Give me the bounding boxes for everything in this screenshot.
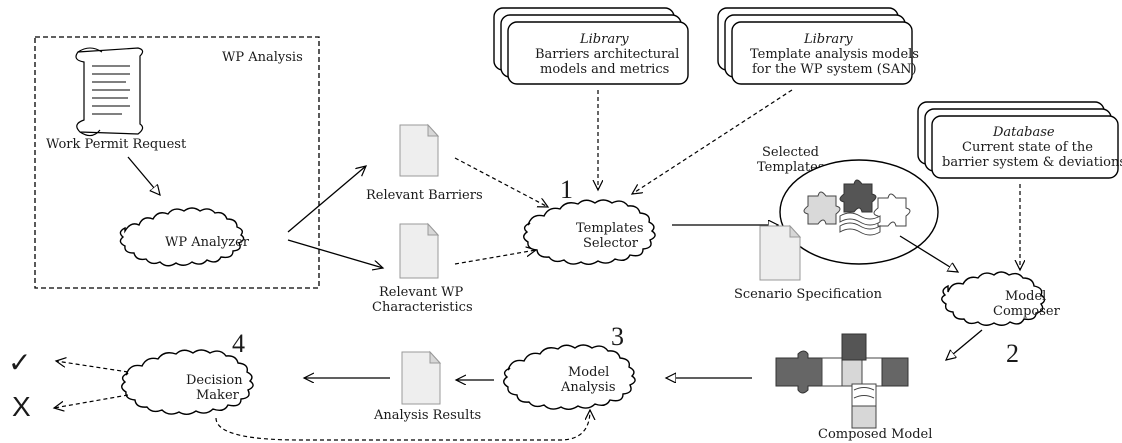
wp-analysis-title: WP Analysis bbox=[222, 50, 303, 65]
model-composer-cloud bbox=[941, 271, 1046, 326]
library-templates-head: Library bbox=[803, 32, 853, 47]
puzzle-piece-icon bbox=[839, 179, 877, 213]
decision-maker-label-2: Maker bbox=[196, 388, 240, 403]
step-number-2: 2 bbox=[1006, 339, 1019, 368]
templates-selector-label-2: Selector bbox=[583, 236, 639, 251]
selected-templates-label-2: Templates bbox=[757, 160, 825, 175]
model-analysis-cloud bbox=[503, 344, 636, 410]
composed-model-puzzle bbox=[775, 333, 909, 429]
wp-analysis-box bbox=[34, 36, 320, 289]
model-composer-label-1: Model bbox=[1005, 289, 1046, 304]
scenario-specification-doc-icon bbox=[759, 224, 802, 281]
library-barriers-line2: models and metrics bbox=[540, 62, 669, 77]
database-stack bbox=[917, 101, 1119, 179]
library-barriers-head: Library bbox=[579, 32, 629, 47]
database-head: Database bbox=[992, 125, 1055, 140]
selected-templates-label-1: Selected bbox=[762, 145, 819, 160]
step-number-4: 4 bbox=[232, 329, 245, 358]
relevant-wp-characteristics-label-1: Relevant WP bbox=[379, 285, 464, 300]
templates-selector-cloud bbox=[523, 199, 656, 265]
step-number-1: 1 bbox=[560, 175, 573, 204]
step-number-3: 3 bbox=[611, 322, 624, 351]
decision-maker-cloud bbox=[121, 349, 254, 415]
library-templates-line2: for the WP system (SAN) bbox=[752, 62, 917, 77]
relevant-wp-characteristics-label-2: Characteristics bbox=[372, 300, 473, 315]
database-line2: barrier system & deviations bbox=[942, 155, 1122, 170]
scroll-icon bbox=[75, 47, 144, 137]
wp-analyzer-cloud bbox=[119, 207, 245, 267]
analysis-results-label: Analysis Results bbox=[373, 408, 481, 423]
model-analysis-label-2: Analysis bbox=[560, 380, 616, 395]
relevant-wp-characteristics-doc-icon bbox=[399, 222, 440, 279]
work-permit-request-label: Work Permit Request bbox=[46, 137, 187, 152]
reject-x-icon: X bbox=[12, 391, 31, 422]
templates-selector-label-1: Templates bbox=[576, 221, 644, 236]
database-line1: Current state of the bbox=[962, 140, 1093, 155]
accept-check-icon: ✓ bbox=[8, 346, 31, 379]
puzzle-piece-icon bbox=[873, 193, 911, 227]
selected-templates-ellipse bbox=[779, 159, 939, 265]
library-templates-stack bbox=[717, 7, 913, 85]
model-analysis-label-1: Model bbox=[568, 365, 609, 380]
decision-maker-label-1: Decision bbox=[186, 373, 243, 388]
composed-model-label: Composed Model bbox=[818, 427, 932, 442]
scenario-specification-label: Scenario Specification bbox=[734, 287, 883, 302]
relevant-barriers-doc-icon bbox=[399, 123, 440, 177]
puzzle-piece-icon bbox=[839, 212, 881, 236]
relevant-barriers-label: Relevant Barriers bbox=[366, 188, 483, 203]
puzzle-piece-icon bbox=[803, 191, 841, 225]
library-barriers-stack bbox=[493, 7, 689, 85]
library-barriers-line1: Barriers architectural bbox=[535, 47, 679, 62]
analysis-results-doc-icon bbox=[401, 350, 442, 405]
wp-analyzer-label: WP Analyzer bbox=[165, 235, 250, 250]
model-composer-label-2: Composer bbox=[993, 304, 1061, 319]
library-templates-line1: Template analysis models bbox=[750, 47, 919, 62]
